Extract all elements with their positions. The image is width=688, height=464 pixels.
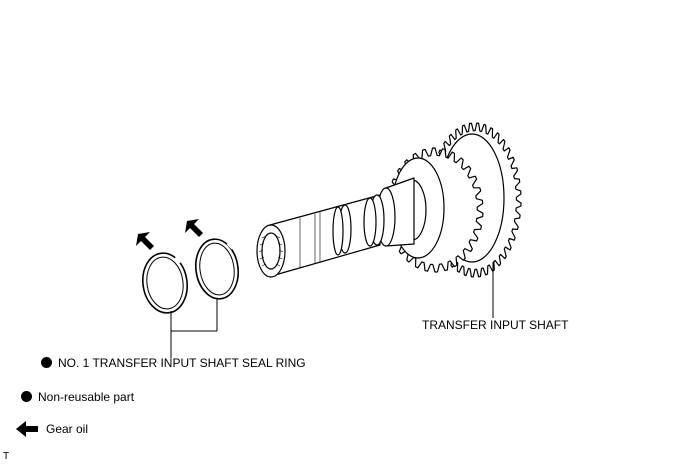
non-reusable-legend-label: Non-reusable part	[38, 390, 135, 404]
shaft-spline-end	[256, 224, 286, 278]
seal-ring-label: NO. 1 TRANSFER INPUT SHAFT SEAL RING	[58, 356, 306, 370]
seal-rings	[142, 238, 240, 314]
gear-oil-legend-arrow-icon	[16, 421, 38, 437]
shaft-label: TRANSFER INPUT SHAFT	[422, 318, 569, 332]
transfer-input-shaft	[256, 122, 522, 278]
seal-ring-left	[142, 252, 188, 314]
seal-ring-right	[194, 238, 240, 300]
non-reusable-marker-icon	[41, 357, 52, 368]
shaft-body	[269, 194, 385, 276]
seal-ring-leader	[170, 298, 218, 358]
footer-mark: T	[3, 451, 10, 462]
gear-oil-legend-label: Gear oil	[46, 422, 89, 436]
gear-oil-arrows	[136, 219, 203, 250]
arrow-icon	[136, 232, 154, 250]
arrow-icon	[185, 219, 203, 237]
non-reusable-legend-icon	[21, 391, 32, 402]
